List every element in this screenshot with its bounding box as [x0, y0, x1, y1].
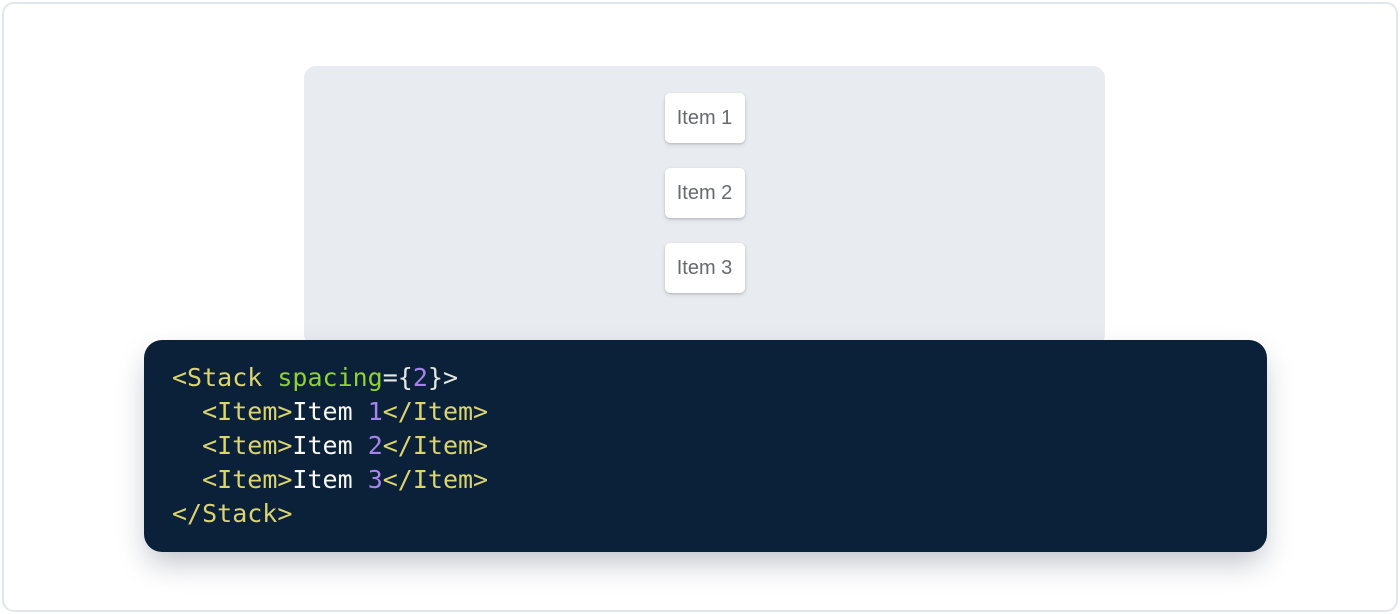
- stack-item: Item 1: [664, 93, 745, 143]
- code-token-number: 2: [367, 431, 383, 460]
- code-token-attr: spacing: [277, 363, 383, 392]
- code-snippet: <Stack spacing={2}> <Item>Item 1</Item> …: [172, 361, 1239, 531]
- code-token-tag: </Stack>: [172, 499, 293, 528]
- code-block: <Stack spacing={2}> <Item>Item 1</Item> …: [144, 340, 1267, 552]
- code-token-tag: <Item>: [202, 397, 293, 426]
- code-line: <Item>Item 2</Item>: [172, 429, 1239, 463]
- code-token-text: [172, 465, 202, 494]
- code-token-number: 1: [367, 397, 383, 426]
- code-token-tag: <Item>: [202, 431, 293, 460]
- stack-demo-panel: Item 1 Item 2 Item 3: [304, 66, 1105, 346]
- code-token-number: 2: [412, 363, 428, 392]
- code-token-tag: </Item>: [382, 465, 489, 494]
- code-line: </Stack>: [172, 497, 1239, 531]
- code-line: <Item>Item 3</Item>: [172, 463, 1239, 497]
- code-token-number: 3: [367, 465, 383, 494]
- code-token-tag: <Stack: [172, 363, 263, 392]
- code-token-text: [172, 397, 202, 426]
- code-line: <Stack spacing={2}>: [172, 361, 1239, 395]
- code-line: <Item>Item 1</Item>: [172, 395, 1239, 429]
- code-token-tag: </Item>: [382, 431, 489, 460]
- code-token-punct: }>: [427, 363, 459, 392]
- code-token-tag: <Item>: [202, 465, 293, 494]
- code-token-text: [262, 363, 277, 392]
- stack-item: Item 2: [664, 168, 745, 218]
- code-token-text: Item: [292, 397, 368, 426]
- stack-item: Item 3: [664, 243, 745, 293]
- code-token-tag: </Item>: [382, 397, 489, 426]
- code-token-text: [172, 431, 202, 460]
- code-token-punct: ={: [382, 363, 413, 392]
- code-token-text: Item: [292, 465, 368, 494]
- code-token-text: Item: [292, 431, 368, 460]
